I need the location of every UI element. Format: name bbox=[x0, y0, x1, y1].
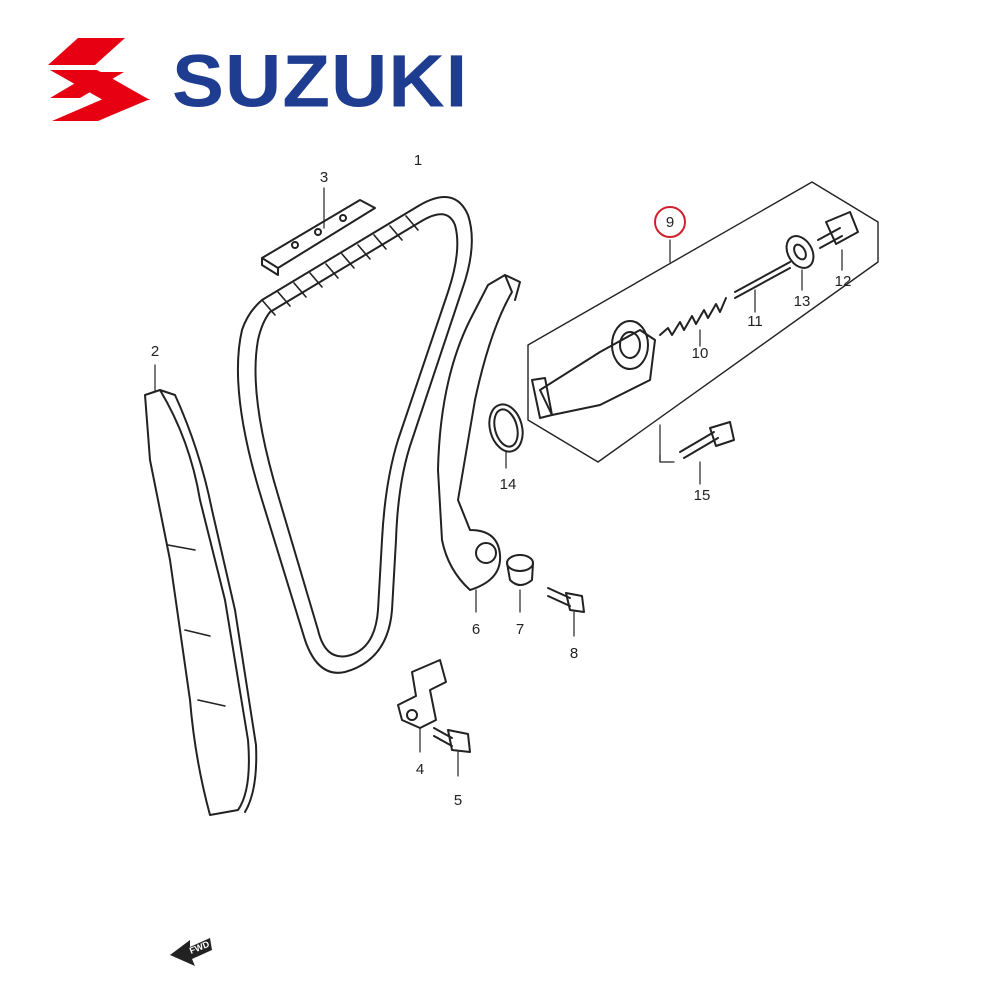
brand-wordmark: SUZUKI bbox=[172, 39, 469, 123]
part-11-pin[interactable] bbox=[734, 261, 791, 313]
part-label-8[interactable]: 8 bbox=[570, 645, 578, 662]
part-label-10[interactable]: 10 bbox=[692, 345, 709, 362]
part-9-tensioner-assembly[interactable] bbox=[527, 181, 879, 463]
part-8-bolt[interactable] bbox=[547, 587, 585, 637]
part-label-11[interactable]: 11 bbox=[747, 313, 763, 330]
part-label-13[interactable]: 13 bbox=[794, 293, 811, 310]
part-7-bushing[interactable] bbox=[506, 554, 534, 613]
part-3-chain-guide-top[interactable] bbox=[261, 187, 376, 276]
part-label-1[interactable]: 1 bbox=[414, 152, 422, 169]
part-label-14[interactable]: 14 bbox=[500, 476, 517, 493]
part-6-tensioner-arm[interactable] bbox=[437, 274, 521, 613]
suzuki-s-logo-icon bbox=[48, 38, 150, 121]
part-2-chain-guide-rear[interactable] bbox=[144, 364, 258, 816]
part-label-2[interactable]: 2 bbox=[151, 343, 159, 360]
part-label-6[interactable]: 6 bbox=[472, 621, 480, 638]
part-label-9[interactable]: 9 bbox=[666, 214, 674, 231]
brand-header: SUZUKI bbox=[0, 0, 520, 130]
part-label-4[interactable]: 4 bbox=[416, 761, 424, 778]
forward-direction-arrow-icon: FWD bbox=[170, 938, 212, 966]
part-4-bracket[interactable] bbox=[397, 659, 447, 753]
part-12-cap-bolt[interactable] bbox=[817, 211, 859, 271]
part-label-12[interactable]: 12 bbox=[835, 273, 852, 290]
part-1-cam-chain[interactable] bbox=[236, 196, 473, 674]
part-13-washer[interactable] bbox=[781, 231, 819, 291]
part-label-3[interactable]: 3 bbox=[320, 169, 328, 186]
part-15-bolt[interactable] bbox=[659, 421, 735, 485]
part-5-bolt[interactable] bbox=[433, 727, 471, 777]
part-label-5[interactable]: 5 bbox=[454, 792, 462, 809]
part-14-gasket[interactable] bbox=[484, 401, 527, 469]
part-10-spring[interactable] bbox=[659, 297, 727, 347]
part-label-15[interactable]: 15 bbox=[694, 487, 711, 504]
highlight-circle-part-9 bbox=[654, 206, 686, 238]
part-label-7[interactable]: 7 bbox=[516, 621, 524, 638]
